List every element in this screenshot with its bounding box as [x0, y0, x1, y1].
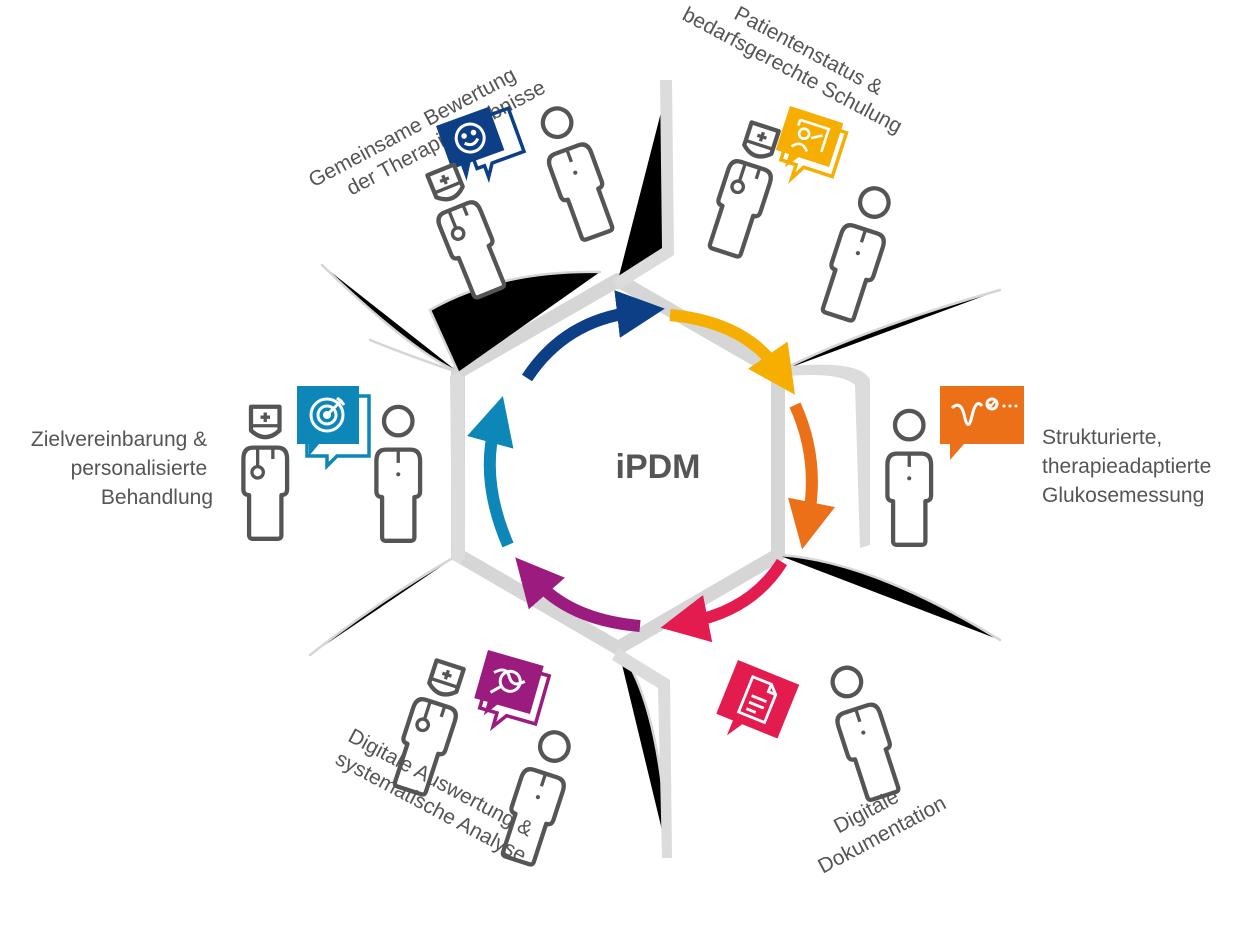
- doctor-figure-goals: [243, 407, 287, 539]
- speech-bubble-analysis: [474, 650, 552, 732]
- segment-glucose-label: Strukturierte, therapieadaptierte Glukos…: [1042, 426, 1217, 507]
- arrow-purple: [515, 557, 641, 632]
- segment-glucose-line-3: Glukosemessung: [1042, 484, 1204, 507]
- arrow-red: [660, 558, 788, 643]
- speech-bubble-glucose: [940, 386, 1024, 460]
- arrow-orange: [787, 402, 836, 550]
- segment-review: Gemeinsame Bewertung der Therapieergebni…: [305, 54, 619, 301]
- divider-top-accent: [428, 270, 602, 374]
- speech-bubble-documentation: [716, 660, 800, 739]
- corner-top: [612, 80, 674, 290]
- segment-glucose-line-1: Strukturierte,: [1042, 426, 1162, 449]
- arrow-blue: [467, 396, 514, 548]
- corner-bottom: [612, 648, 672, 858]
- speech-bubble-goals: [297, 386, 371, 471]
- smiley-icon: [454, 122, 486, 154]
- training-board-icon: [790, 118, 831, 153]
- doctor-figure-review: [420, 162, 510, 301]
- hexagon-corners: [450, 80, 870, 858]
- glucose-curve-icon: [950, 397, 999, 426]
- divider-bottom-left: [308, 553, 460, 657]
- segment-goals-line-1: Zielvereinbarung &: [31, 428, 207, 451]
- cycle-arrows: [467, 290, 836, 643]
- doctor-figure-status: [704, 120, 786, 259]
- patient-figure-documentation: [822, 662, 905, 803]
- segment-goals-label: Zielvereinbarung & personalisierte Behan…: [31, 428, 213, 509]
- patient-figure-review: [532, 102, 619, 243]
- segment-goals-line-2: personalisierte: [71, 457, 208, 480]
- arrow-navy: [521, 290, 665, 382]
- corner-left: [450, 372, 465, 564]
- divider-bottom-right: [776, 553, 1002, 642]
- divider-top-left: [320, 263, 460, 374]
- arrow-yellow: [669, 309, 796, 395]
- target-icon: [309, 396, 346, 433]
- analysis-magnifier-icon: [489, 668, 526, 694]
- divider-right: [776, 288, 1002, 374]
- segment-analysis: Digitale Auswertung & systematische Anal…: [332, 650, 580, 867]
- center-title: iPDM: [616, 448, 701, 486]
- corner-right: [778, 364, 870, 548]
- segment-review-label: Gemeinsame Bewertung der Therapieergebni…: [305, 54, 549, 214]
- document-icon: [736, 674, 778, 725]
- speech-bubble-review: [436, 105, 527, 184]
- segment-goals-line-3: Behandlung: [101, 486, 213, 509]
- speech-bubble-status: [775, 106, 849, 184]
- patient-figure-goals: [376, 407, 420, 541]
- patient-figure-status: [817, 182, 900, 323]
- segment-goals: Zielvereinbarung & personalisierte Behan…: [31, 386, 420, 541]
- patient-figure-glucose: [887, 411, 931, 545]
- segment-glucose: Strukturierte, therapieadaptierte Glukos…: [887, 386, 1217, 545]
- segment-documentation: Digitale Dokumentation: [716, 660, 950, 878]
- segment-status: Patientenstatus & bedarfsgerechte Schulu…: [679, 2, 906, 323]
- segment-glucose-line-2: therapieadaptierte: [1042, 455, 1211, 478]
